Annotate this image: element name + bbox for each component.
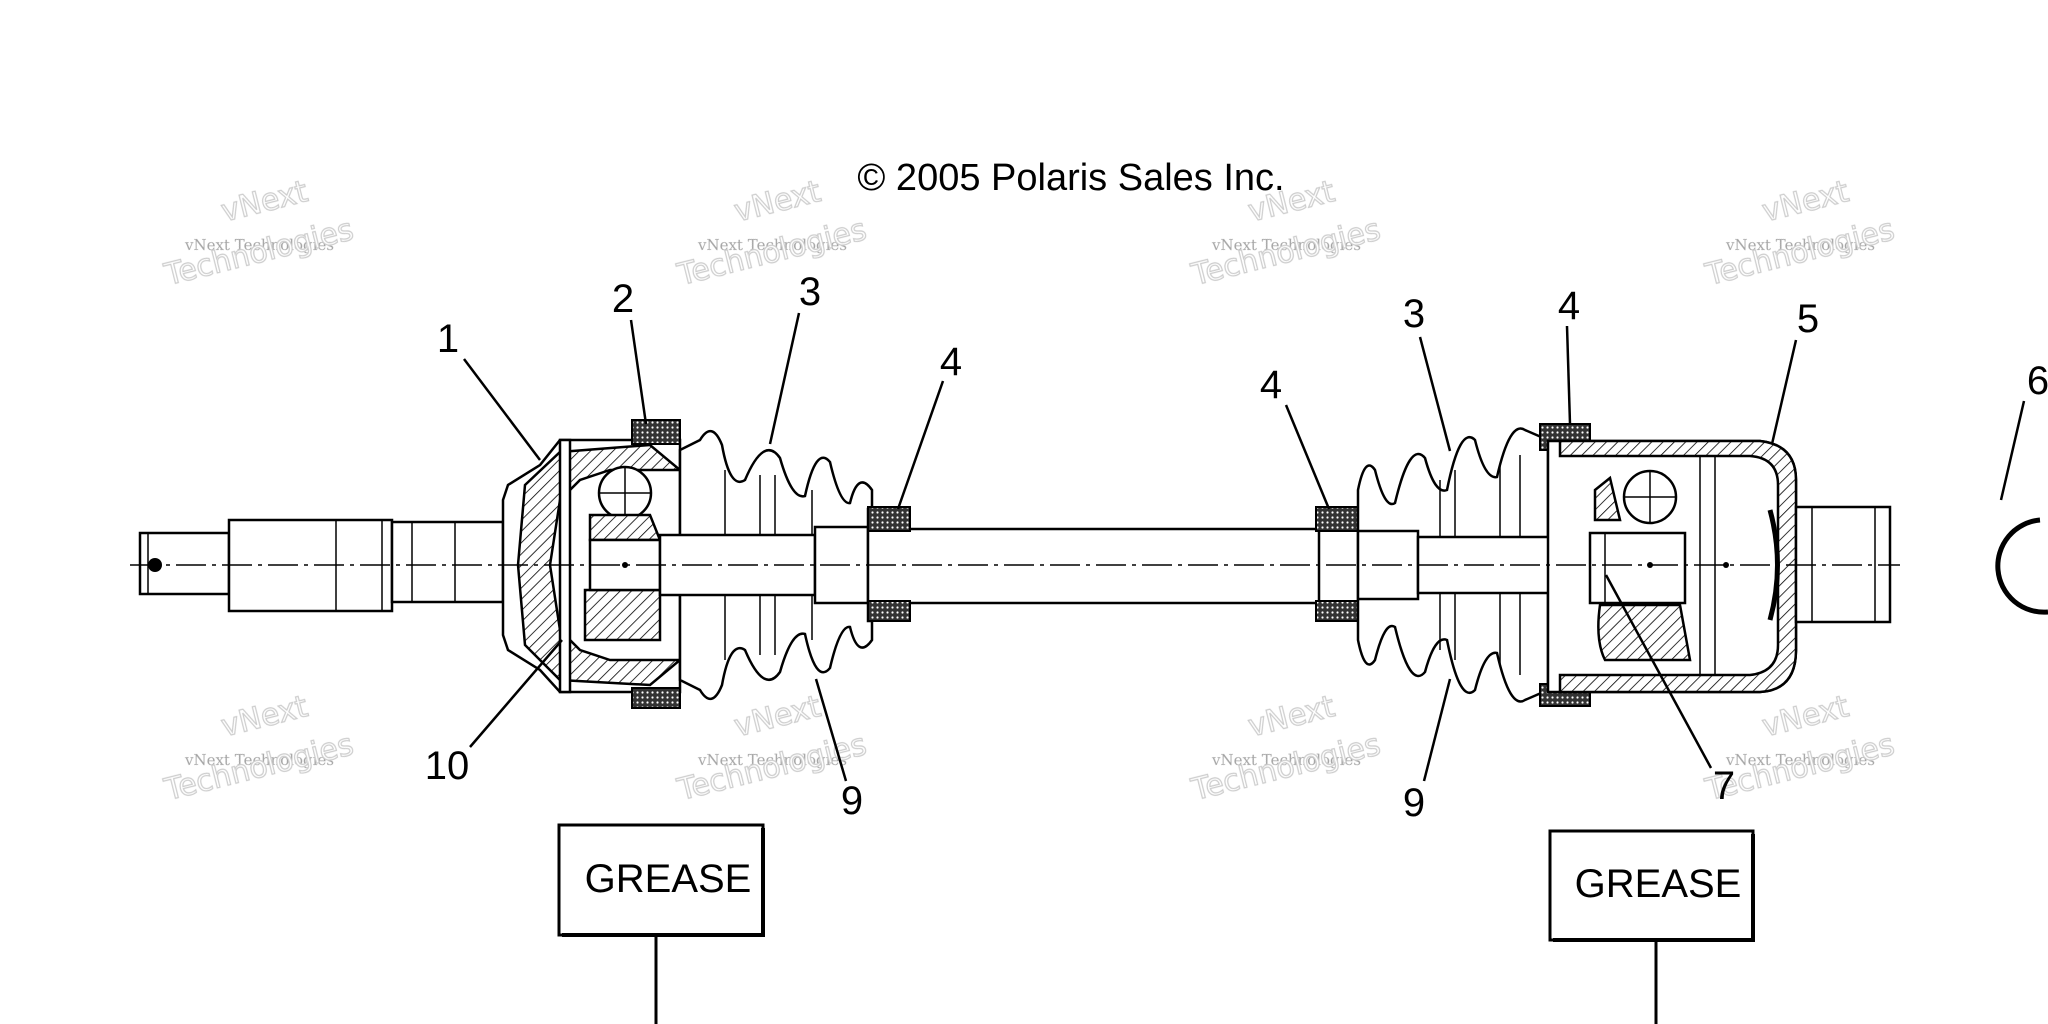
svg-text:vNext Technologies: vNext Technologies	[1211, 236, 1361, 254]
grease-box-left: GREASE	[557, 823, 765, 1024]
callout-7: 7	[1713, 764, 1735, 808]
watermark: vNext vNext Technologies Technologies	[1701, 174, 1899, 294]
svg-text:Technologies: Technologies	[673, 212, 869, 293]
callout-4-mid: 4	[1260, 363, 1282, 407]
main-axle-shaft	[866, 527, 1321, 605]
svg-text:vNext Technologies: vNext Technologies	[697, 751, 847, 769]
watermark: vNext vNext Technologies Technologies	[160, 689, 358, 809]
callout-10: 10	[425, 744, 470, 788]
svg-text:Technologies: Technologies	[160, 727, 356, 808]
watermark: vNext vNext Technologies Technologies	[160, 174, 358, 294]
svg-text:vNext Technologies: vNext Technologies	[1725, 751, 1875, 769]
copyright-text: © 2005 Polaris Sales Inc.	[857, 157, 1284, 199]
svg-text:vNext: vNext	[218, 689, 312, 744]
boot-clamp-small-right-bottom	[1315, 600, 1359, 622]
grease-label-left: GREASE	[585, 857, 752, 901]
callout-3-left: 3	[799, 270, 821, 314]
svg-text:vNext: vNext	[218, 174, 312, 229]
outer-tripod-housing	[1546, 439, 1798, 694]
boot-clamp-small-right-top	[1315, 506, 1359, 532]
svg-text:vNext Technologies: vNext Technologies	[184, 751, 334, 769]
svg-text:vNext Technologies: vNext Technologies	[1211, 751, 1361, 769]
snap-ring	[1995, 517, 2048, 615]
callout-5: 5	[1797, 297, 1819, 341]
grease-box-right: GREASE	[1548, 829, 1755, 1024]
boot-clamp-small-left-top	[867, 506, 911, 532]
svg-text:vNext Technologies: vNext Technologies	[697, 236, 847, 254]
watermark: vNext vNext Technologies Technologies	[673, 174, 871, 294]
svg-text:vNext: vNext	[731, 689, 825, 744]
callout-3-right: 3	[1403, 292, 1425, 336]
svg-text:vNext: vNext	[1759, 174, 1853, 229]
boot-clamp-large-left-top	[631, 419, 681, 445]
callout-2: 2	[612, 277, 634, 321]
callout-9-right: 9	[1403, 781, 1425, 825]
grease-label-right: GREASE	[1575, 862, 1742, 906]
svg-text:vNext: vNext	[1245, 689, 1339, 744]
svg-text:Technologies: Technologies	[160, 212, 356, 293]
watermark: vNext vNext Technologies Technologies	[673, 689, 871, 809]
svg-text:vNext: vNext	[1759, 689, 1853, 744]
boot-clamp-small-left-bottom	[867, 600, 911, 622]
callout-4-right: 4	[1558, 284, 1580, 328]
watermark: vNext vNext Technologies Technologies	[1187, 689, 1385, 809]
svg-text:vNext Technologies: vNext Technologies	[184, 236, 334, 254]
callout-6: 6	[2027, 359, 2048, 403]
svg-text:vNext: vNext	[731, 174, 825, 229]
svg-text:Technologies: Technologies	[1187, 212, 1383, 293]
svg-text:vNext Technologies: vNext Technologies	[1725, 236, 1875, 254]
outer-cv-housing	[501, 438, 684, 694]
boot-clamp-large-left-bottom	[631, 687, 681, 709]
callout-9-left: 9	[841, 779, 863, 823]
leader-lines	[463, 312, 2026, 782]
callout-1: 1	[437, 317, 459, 361]
svg-text:Technologies: Technologies	[1701, 212, 1897, 293]
svg-text:Technologies: Technologies	[1187, 727, 1383, 808]
callout-4-left: 4	[940, 340, 962, 384]
